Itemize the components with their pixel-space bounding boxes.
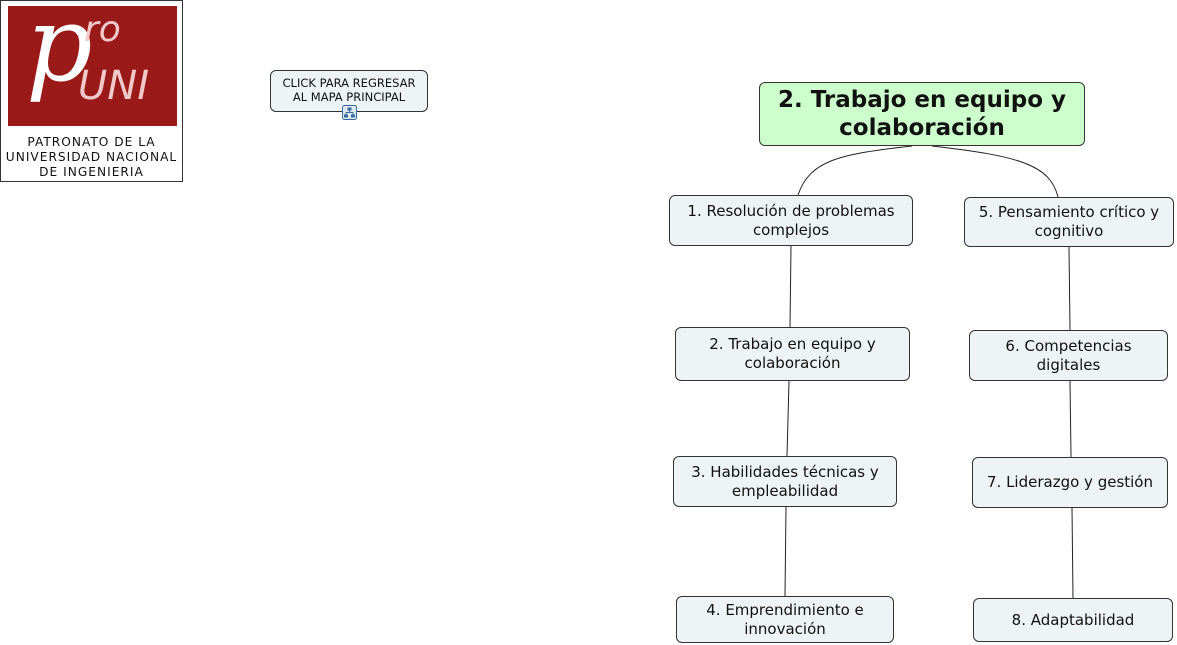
prouni-logo: p ro UNI PATRONATO DE LA UNIVERSIDAD NAC… bbox=[0, 0, 183, 182]
topic-node-6-line2: digitales bbox=[1036, 355, 1101, 374]
link-3-4 bbox=[784, 506, 787, 597]
topic-node-4-line2: innovación bbox=[744, 619, 826, 638]
topic-node-4-line1: 4. Emprendimiento e bbox=[706, 600, 864, 619]
topic-node-7[interactable]: 7. Liderazgo y gestión bbox=[972, 457, 1168, 508]
sitemap-icon[interactable] bbox=[342, 105, 357, 120]
topic-node-5[interactable]: 5. Pensamiento crítico y cognitivo bbox=[964, 197, 1174, 247]
link-5-6 bbox=[1068, 246, 1071, 331]
topic-node-3-line2: empleabilidad bbox=[731, 481, 839, 500]
topic-node-6-line1: 6. Competencias bbox=[1005, 336, 1132, 355]
topic-node-6[interactable]: 6. Competencias digitales bbox=[969, 330, 1168, 381]
link-6-7 bbox=[1069, 380, 1072, 458]
logo-red-block: p ro UNI bbox=[8, 0, 177, 126]
logo-caption-line2: UNIVERSIDAD NACIONAL bbox=[5, 150, 178, 164]
link-2-3 bbox=[786, 380, 790, 457]
topic-node-2[interactable]: 2. Trabajo en equipo y colaboración bbox=[675, 327, 910, 381]
logo-letters-ro: ro bbox=[84, 9, 121, 50]
topic-node-2-line1: 2. Trabajo en equipo y bbox=[709, 335, 876, 353]
logo-letter-p: p bbox=[26, 0, 93, 105]
topic-node-5-line1: 5. Pensamiento crítico y bbox=[978, 203, 1160, 221]
logo-letters-uni: UNI bbox=[78, 63, 149, 109]
topic-node-3-line1: 3. Habilidades técnicas y bbox=[691, 462, 879, 481]
back-button-line2: AL MAPA PRINCIPAL bbox=[292, 90, 406, 104]
topic-node-1-line2: complejos bbox=[752, 220, 830, 239]
topic-node-8[interactable]: 8. Adaptabilidad bbox=[973, 598, 1173, 642]
logo-caption: PATRONATO DE LA UNIVERSIDAD NACIONAL DE … bbox=[1, 135, 182, 180]
root-topic[interactable]: 2. Trabajo en equipo y colaboración bbox=[759, 82, 1085, 146]
root-topic-line1: 2. Trabajo en equipo y bbox=[777, 87, 1067, 113]
topic-node-4[interactable]: 4. Emprendimiento e innovación bbox=[676, 596, 894, 643]
logo-caption-line3: DE INGENIERIA bbox=[39, 165, 144, 179]
link-root-1 bbox=[797, 145, 913, 196]
root-topic-line2: colaboración bbox=[839, 115, 1005, 141]
topic-node-5-line2: cognitivo bbox=[1034, 222, 1104, 240]
link-root-5 bbox=[931, 145, 1059, 198]
topic-node-3[interactable]: 3. Habilidades técnicas y empleabilidad bbox=[673, 456, 897, 507]
logo-caption-line1: PATRONATO DE LA bbox=[27, 135, 156, 149]
link-1-2 bbox=[789, 245, 792, 328]
topic-node-1[interactable]: 1. Resolución de problemas complejos bbox=[669, 195, 913, 246]
topic-node-7-line1: 7. Liderazgo y gestión bbox=[987, 473, 1153, 491]
topic-node-1-line1: 1. Resolución de problemas bbox=[687, 201, 895, 220]
topic-node-2-line2: colaboración bbox=[744, 354, 841, 372]
topic-node-8-line1: 8. Adaptabilidad bbox=[1011, 610, 1135, 629]
link-7-8 bbox=[1071, 507, 1074, 599]
back-button-line1: CLICK PARA REGRESAR bbox=[282, 76, 416, 90]
